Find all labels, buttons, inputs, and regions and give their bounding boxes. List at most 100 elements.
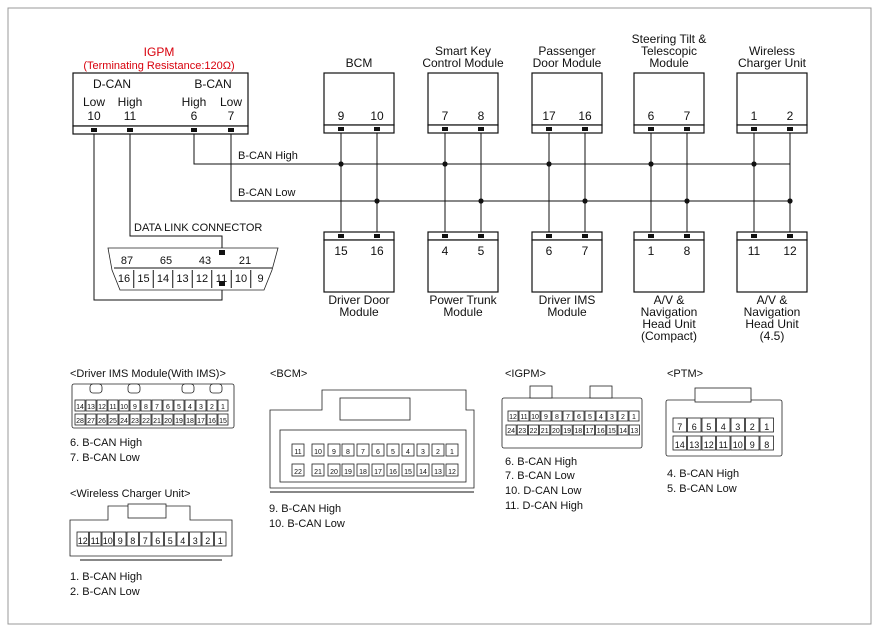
igpm-pin — [606, 424, 618, 436]
ims-pin — [129, 413, 141, 426]
wc-pin — [126, 531, 139, 547]
igpm-pin — [507, 410, 519, 422]
dlc-pin-label: 9 — [257, 273, 263, 285]
ims-pin-label: 23 — [131, 418, 139, 425]
igpm-pin-label: 18 — [574, 428, 582, 435]
top-module-name: Telescopic — [641, 44, 697, 58]
bcm-pin-label: 10 — [314, 449, 322, 456]
wc-pin-label: 11 — [91, 536, 100, 546]
igpm-pin — [628, 410, 640, 422]
ims-pin-label: 26 — [98, 418, 106, 425]
igpm-pin — [617, 424, 629, 436]
ims-pin-label: 9 — [133, 404, 137, 411]
igpm-pin — [528, 424, 540, 436]
ims-pin — [96, 399, 108, 412]
top-module-name: Smart Key — [435, 44, 491, 58]
junction-dot — [684, 198, 690, 204]
bottom-pin-number: 16 — [370, 244, 384, 258]
ims-pin-label: 19 — [175, 418, 183, 425]
bcm-pin — [386, 463, 400, 477]
ptm-pin-label: 10 — [733, 440, 743, 450]
igpm-pin — [606, 410, 618, 422]
igpm-pin — [595, 410, 607, 422]
wc-pin — [214, 531, 227, 547]
dlc-pin-label: 11 — [216, 273, 227, 285]
junction-dot — [374, 198, 380, 204]
igpm-pin — [550, 424, 562, 436]
ptm-pin-label: 1 — [764, 422, 769, 432]
driver-ims-title: <Driver IMS Module(With IMS)> — [70, 368, 226, 380]
bcm-pin-label: 15 — [404, 469, 412, 476]
igpm-pin-label: 11 — [520, 414, 527, 421]
igpm-pin-label: 22 — [530, 428, 538, 435]
igpm-pin — [561, 424, 573, 436]
bottom-module-name: Driver IMS — [539, 293, 596, 307]
ims-pin — [217, 399, 229, 412]
bottom-module-name: A/V & — [757, 293, 788, 307]
wc-pin-label: 1 — [218, 536, 223, 546]
can-bus-wires: B-CAN High B-CAN Low — [93, 134, 790, 301]
ptm-pin — [745, 417, 760, 433]
top-pin-number: 2 — [787, 109, 794, 123]
ims-pin-label: 14 — [76, 404, 84, 411]
igpm-pin-label: 24 — [507, 428, 515, 435]
bcm-pin — [445, 443, 459, 457]
wireless-note: 1. B-CAN High — [70, 571, 142, 583]
ptm-note: 5. B-CAN Low — [667, 483, 737, 495]
wc-pin — [164, 531, 177, 547]
ims-pin — [74, 399, 86, 412]
ptm-pin — [759, 435, 774, 451]
igpm-box-foot — [72, 125, 249, 135]
ptm-pin — [745, 435, 760, 451]
junction-dot — [648, 161, 654, 167]
ims-pin — [195, 399, 207, 412]
bottom-module-name: A/V & — [654, 293, 685, 307]
ims-pin-label: 20 — [164, 418, 172, 425]
igpm-pin-label: 12 — [509, 414, 517, 421]
igpm-pin-level: Low — [220, 95, 242, 109]
igpm-pin — [584, 410, 596, 422]
ptm-pin-label: 8 — [764, 440, 769, 450]
ims-pin-label: 3 — [199, 404, 203, 411]
ims-pin-label: 4 — [188, 404, 192, 411]
ims-pin — [206, 413, 218, 426]
ims-pin — [107, 413, 119, 426]
ims-pin — [173, 413, 185, 426]
wc-pin-label: 4 — [180, 536, 185, 546]
ptm-pin-label: 13 — [689, 440, 699, 450]
bcm-pin — [291, 463, 305, 477]
bottom-module-name: Navigation — [641, 305, 698, 319]
igpm-conn-note: 10. D-CAN Low — [505, 485, 581, 497]
top-pin-number: 7 — [684, 109, 691, 123]
igpm-conn-note: 6. B-CAN High — [505, 456, 577, 468]
igpm-pin — [518, 410, 530, 422]
ims-pin-label: 10 — [120, 404, 128, 411]
ims-pin — [195, 413, 207, 426]
bcm-note: 10. B-CAN Low — [269, 518, 345, 530]
ims-pin — [184, 413, 196, 426]
bottom-module-name: Navigation — [744, 305, 801, 319]
bottom-module-name: Driver Door — [328, 293, 389, 307]
bcm-pin — [356, 463, 370, 477]
top-pin-number: 17 — [542, 109, 556, 123]
top-pin-number: 10 — [370, 109, 384, 123]
igpm-pin-label: 17 — [586, 428, 594, 435]
bcm-pin-label: 20 — [330, 469, 338, 476]
ims-pin-label: 11 — [109, 404, 116, 411]
igpm-module: IGPM (Terminating Resistance:120Ω) D-CAN… — [72, 45, 249, 135]
igpm-pin — [529, 410, 541, 422]
igpm-bcan-label: B-CAN — [194, 77, 231, 91]
wc-pin — [201, 531, 214, 547]
igpm-pin-label: 6 — [577, 414, 581, 421]
bottom-pin-number: 15 — [334, 244, 348, 258]
igpm-pin-number: 11 — [124, 109, 137, 123]
ptm-pin — [687, 417, 702, 433]
bcm-pin-label: 17 — [374, 469, 382, 476]
